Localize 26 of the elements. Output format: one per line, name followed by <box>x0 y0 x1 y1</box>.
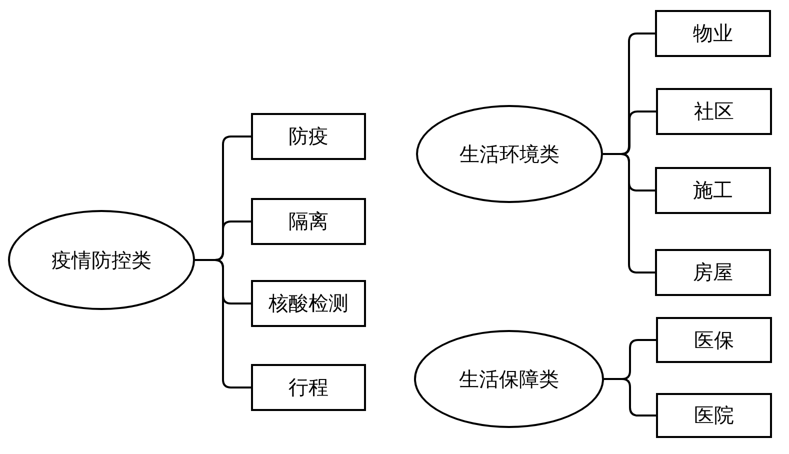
node-label: 施工 <box>693 178 733 203</box>
item-box <box>655 167 771 214</box>
item-box <box>655 249 771 296</box>
node-label: 生活保障类 <box>459 366 559 392</box>
node-label: 医保 <box>694 328 734 352</box>
node-label: 疫情防控类 <box>52 248 152 272</box>
item-box <box>656 317 772 363</box>
node-label: 社区 <box>694 99 734 124</box>
node-label: 物业 <box>693 21 733 46</box>
item-box <box>251 280 366 327</box>
item-box <box>655 10 771 57</box>
node-label: 隔离 <box>288 209 328 234</box>
node-label: 医院 <box>694 403 734 428</box>
item-box <box>251 198 366 245</box>
item-box <box>656 393 772 438</box>
item-box <box>251 364 366 411</box>
item-box <box>251 113 366 160</box>
connector-line <box>603 153 655 274</box>
node-label: 防疫 <box>288 124 328 149</box>
node-label: 生活环境类 <box>460 142 560 166</box>
item-box <box>656 88 772 135</box>
node-label: 核酸检测 <box>268 291 348 316</box>
connector-line <box>604 378 656 416</box>
node-label: 行程 <box>288 375 328 400</box>
node-label: 房屋 <box>693 260 733 285</box>
connector-line <box>195 259 251 388</box>
